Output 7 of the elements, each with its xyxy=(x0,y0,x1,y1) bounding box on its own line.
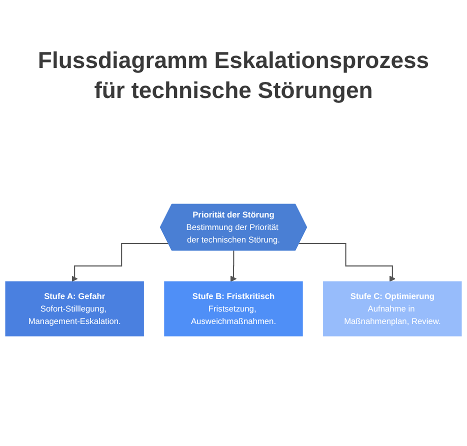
arrow xyxy=(72,242,169,282)
node-box: Stufe B: Fristkritisch Fristsetzung, Ausweichmaßnahmen. xyxy=(164,281,303,336)
node-box: Stufe C: Optimierung Aufnahme in Maßnahmenplan, Review. xyxy=(323,281,462,336)
arrow xyxy=(230,250,237,282)
diagram-title: Flussdiagramm Eskalationsprozess für technische Störungen xyxy=(36,46,430,105)
node-box: Stufe A: Gefahr Sofort-Stilllegung, Management-Eskalation. xyxy=(5,281,144,336)
arrow xyxy=(299,242,396,282)
